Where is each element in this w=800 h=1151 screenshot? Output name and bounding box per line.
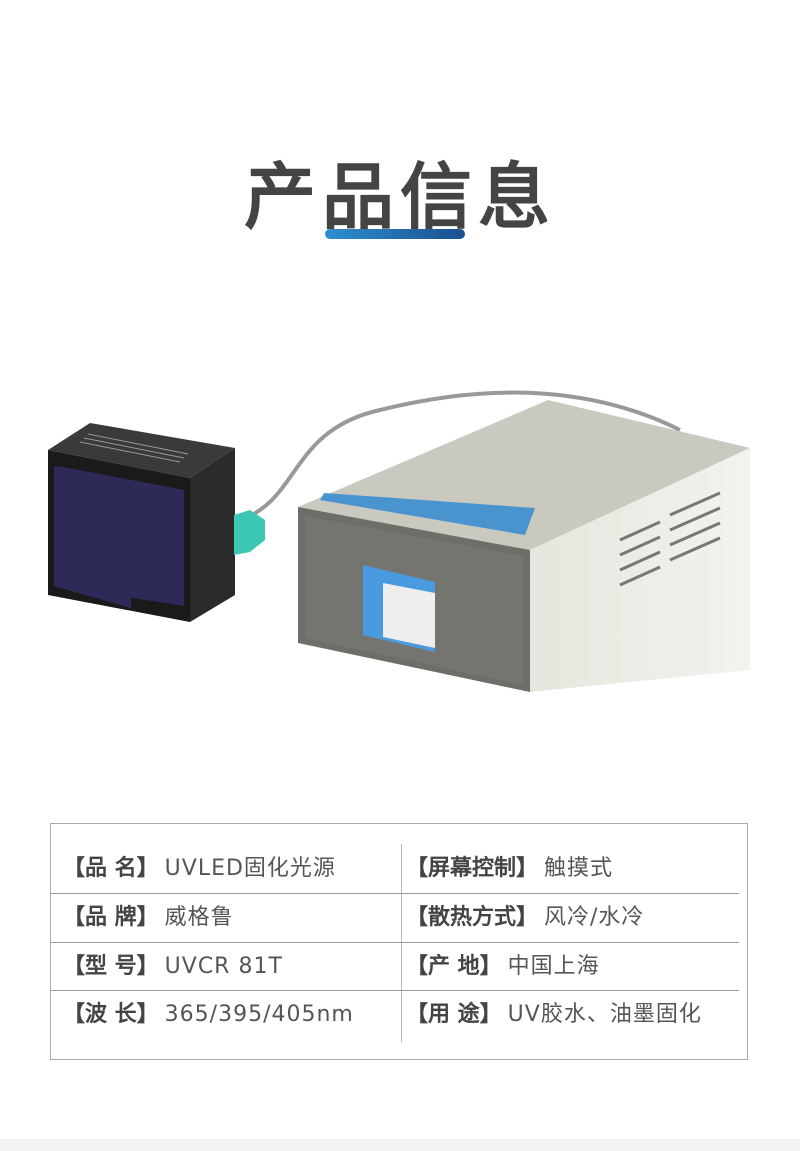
- spec-label: 【品 名】: [63, 856, 159, 881]
- spec-model: 【型 号】UVCR 81T: [63, 943, 283, 991]
- spec-label: 【型 号】: [63, 954, 159, 979]
- spec-label: 【产 地】: [406, 954, 502, 979]
- spec-usage: 【用 途】UV胶水、油墨固化: [406, 991, 702, 1039]
- spec-value: 威格鲁: [164, 905, 234, 930]
- spec-value: UVCR 81T: [164, 954, 283, 979]
- spec-label: 【散热方式】: [406, 905, 539, 930]
- controller-cabinet: [298, 400, 750, 692]
- uv-lamp-head: [48, 423, 265, 622]
- spec-value: 中国上海: [507, 954, 600, 979]
- spec-label: 【品 牌】: [63, 905, 159, 930]
- row-divider: [51, 893, 739, 894]
- spec-screen-control: 【屏幕控制】触摸式: [406, 845, 613, 893]
- row-divider: [51, 942, 739, 943]
- spec-name: 【品 名】UVLED固化光源: [63, 845, 336, 893]
- spec-table: 【品 名】UVLED固化光源 【品 牌】威格鲁 【型 号】UVCR 81T 【波…: [50, 823, 748, 1060]
- cable: [239, 390, 681, 522]
- product-image: [48, 390, 750, 692]
- spec-origin: 【产 地】中国上海: [406, 943, 600, 991]
- spec-brand: 【品 牌】威格鲁: [63, 894, 234, 942]
- spec-wavelength: 【波 长】365/395/405nm: [63, 991, 354, 1039]
- spec-value: 365/395/405nm: [164, 1002, 354, 1027]
- page-title: 产品信息: [243, 155, 556, 239]
- row-divider: [51, 990, 739, 991]
- title-underline: [325, 229, 465, 239]
- spec-label: 【用 途】: [406, 1002, 502, 1027]
- column-divider: [401, 844, 402, 1042]
- spec-value: UVLED固化光源: [164, 856, 336, 881]
- spec-label: 【波 长】: [63, 1002, 159, 1027]
- spec-label: 【屏幕控制】: [406, 856, 539, 881]
- spec-value: UV胶水、油墨固化: [507, 1002, 702, 1027]
- footer-strip: [0, 1139, 800, 1151]
- spec-cooling: 【散热方式】风冷/水冷: [406, 894, 644, 942]
- spec-value: 触摸式: [544, 856, 614, 881]
- spec-value: 风冷/水冷: [544, 905, 645, 930]
